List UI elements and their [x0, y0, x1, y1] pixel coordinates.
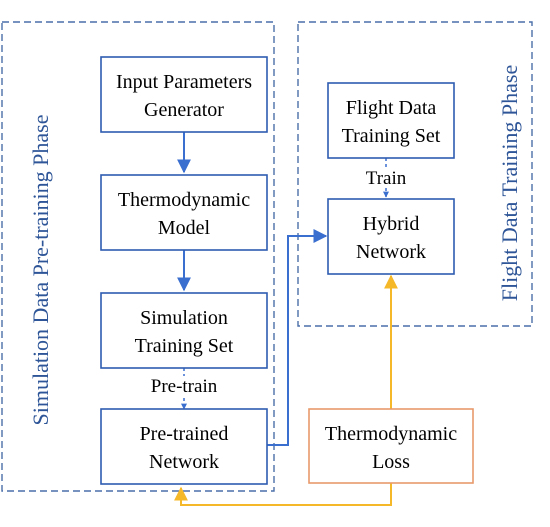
- flight-data-training-set-box: Flight Data Training Set: [327, 82, 455, 159]
- arrow-loss-to-pretrained: [174, 483, 392, 506]
- input-parameters-generator-box: Input Parameters Generator: [100, 56, 268, 133]
- train-label-bg: [362, 168, 410, 188]
- input-parameters-generator-line1: Input Parameters: [116, 71, 252, 93]
- flight-data-training-set-line1: Flight Data: [346, 97, 437, 119]
- train-label: Train: [366, 168, 407, 189]
- thermodynamic-loss-line2: Loss: [372, 451, 410, 473]
- hybrid-network-line2: Network: [356, 241, 426, 263]
- input-parameters-generator-line2: Generator: [144, 99, 224, 121]
- simulation-phase-panel: [1, 21, 275, 492]
- thermodynamic-model-line2: Model: [158, 217, 211, 239]
- pretrain-label-bg: [140, 376, 228, 396]
- flight-phase-panel: [297, 21, 533, 327]
- simulation-training-set-line2: Training Set: [135, 335, 234, 357]
- flight-data-training-set-line2: Training Set: [342, 125, 441, 147]
- simulation-phase-title: Simulation Data Pre-training Phase: [28, 115, 53, 426]
- hybrid-network-line1: Hybrid: [363, 213, 420, 235]
- thermodynamic-loss-box: Thermodynamic Loss: [308, 408, 474, 484]
- arrow-pretrained-to-hybrid: [267, 229, 328, 446]
- thermodynamic-model-line1: Thermodynamic: [118, 189, 250, 211]
- simulation-training-set-line1: Simulation: [140, 307, 228, 329]
- flight-phase-title: Flight Data Training Phase: [497, 65, 522, 302]
- pre-trained-network-box: Pre-trained Network: [100, 408, 268, 485]
- thermodynamic-model-box: Thermodynamic Model: [100, 174, 268, 251]
- thermodynamic-loss-line1: Thermodynamic: [325, 423, 457, 445]
- pretrain-label: Pre-train: [151, 376, 218, 397]
- pre-trained-network-line2: Network: [149, 451, 219, 473]
- hybrid-network-box: Hybrid Network: [327, 198, 455, 275]
- pre-trained-network-line1: Pre-trained: [140, 423, 229, 445]
- simulation-training-set-box: Simulation Training Set: [100, 292, 268, 369]
